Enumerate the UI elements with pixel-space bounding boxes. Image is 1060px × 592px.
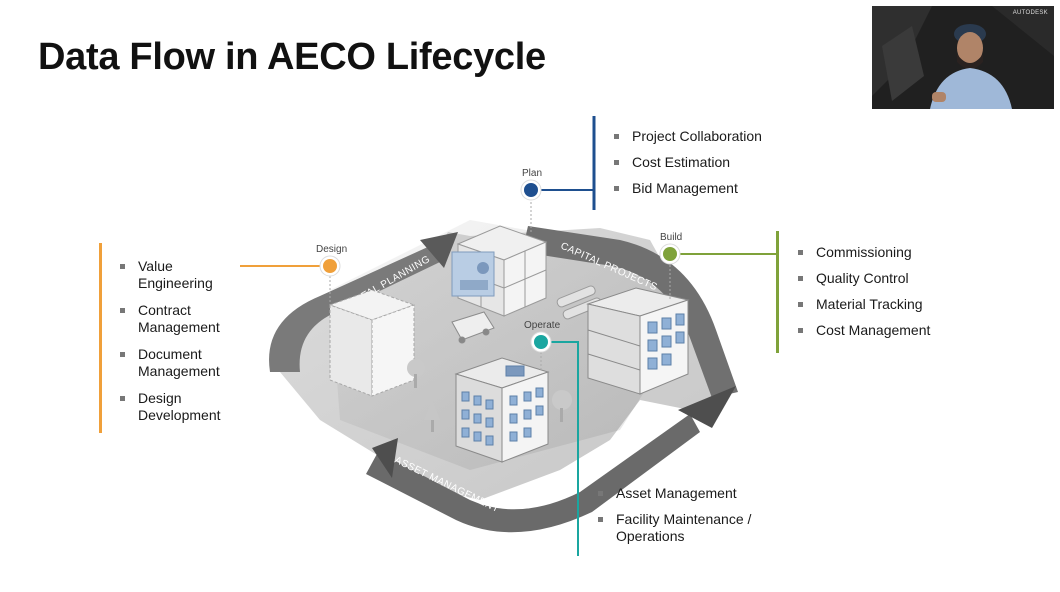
plan-list: Project Collaboration Cost Estimation Bi… [612,128,762,206]
list-item: Cost Management [796,322,930,339]
design-stage-label: Design [316,244,347,255]
list-item: Cost Estimation [612,154,762,171]
build-building [586,287,690,395]
list-item: Facility Maintenance / Operations [596,511,796,545]
slide-title: Data Flow in AECO Lifecycle [38,36,546,78]
presenter-figure [930,24,1012,109]
plan-dashboard-screen [451,251,495,297]
list-item: Material Tracking [796,296,930,313]
operate-tree-right [552,390,572,422]
design-list: Value Engineering Contract Management Do… [118,258,248,434]
plan-stage-label: Plan [522,168,542,179]
operate-tree-left [424,400,440,432]
build-list: Commissioning Quality Control Material T… [796,244,930,348]
design-stage-dot [319,255,341,277]
arrow-head-asset [372,438,398,478]
presenter-webcam: AUTODESK [872,6,1054,109]
operate-stage-label: Operate [524,320,561,331]
build-side-bar [776,231,779,353]
operate-connector-line [551,341,579,556]
design-side-bar [99,243,102,433]
build-stage-dot [659,243,681,265]
list-item: Asset Management [596,485,796,502]
operate-list: Asset Management Facility Maintenance / … [596,485,796,554]
list-item: Document Management [118,346,248,380]
operate-stage-dot [530,331,552,353]
list-item: Commissioning [796,244,930,261]
list-item: Quality Control [796,270,930,287]
list-item: Design Development [118,390,248,424]
list-item: Value Engineering [118,258,248,292]
band-upper-left [269,246,440,372]
truck [451,311,495,344]
plan-connector-line [541,118,595,191]
plan-stage-dot [520,179,542,201]
design-tree [407,359,425,388]
band-bottom [366,414,700,533]
design-wireframe-cube [328,289,416,397]
arrow-head-projects [678,386,736,428]
presenter-video-frame [872,6,1054,109]
build-stage-label: Build [660,232,682,243]
arrow-head-planning [420,232,458,268]
list-item: Bid Management [612,180,762,197]
webcam-brand-logo: AUTODESK [1012,10,1048,16]
operate-building [454,357,550,463]
list-item: Project Collaboration [612,128,762,145]
list-item: Contract Management [118,302,248,336]
